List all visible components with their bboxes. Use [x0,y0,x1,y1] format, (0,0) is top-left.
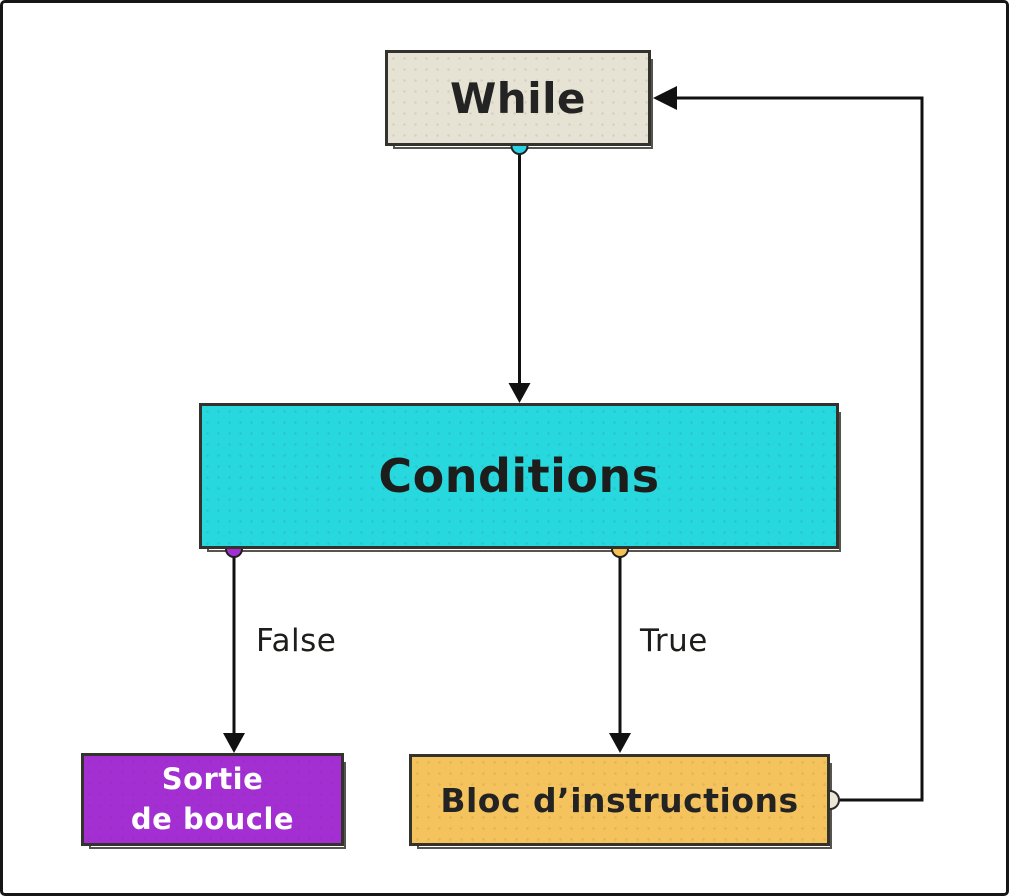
edge-loop-back-arrowhead-icon [653,86,677,110]
edge-while-conditions-arrowhead-icon [508,383,531,403]
edge-true-arrowhead-icon [609,733,631,753]
node-instruction-block-label: Bloc d’instructions [440,780,799,820]
edge-label-false: False [256,623,337,659]
node-instruction-block: Bloc d’instructions [409,754,832,849]
node-loop-exit: Sortie de boucle [81,753,346,849]
node-conditions-label: Conditions [378,449,660,503]
edge-label-true: True [640,623,708,659]
node-while-label: While [449,73,586,123]
node-loop-exit-label: Sortie de boucle [130,762,295,836]
edge-false-arrowhead-icon [223,733,245,753]
node-conditions: Conditions [199,403,841,552]
node-while: While [385,50,653,149]
